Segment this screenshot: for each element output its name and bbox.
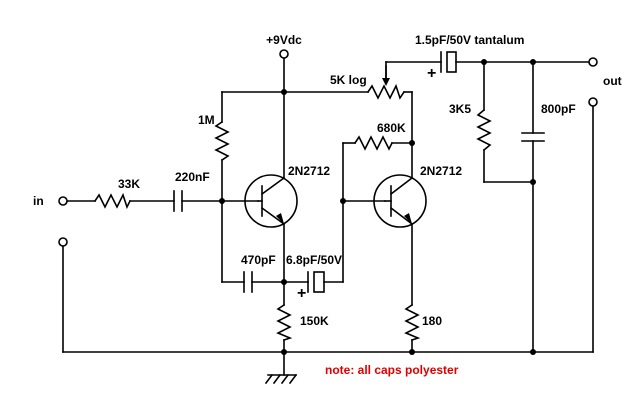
- r-150k-label: 150K: [300, 314, 329, 328]
- pot-wiper-arrow: [382, 65, 390, 86]
- supply-terminal: [279, 49, 289, 59]
- supply-label: +9Vdc: [266, 33, 302, 47]
- capacitor-6p8pf-tantalum: [307, 271, 325, 293]
- potentiometer-5k: [366, 83, 406, 100]
- output-terminal: [588, 57, 598, 67]
- input-ground-terminal: [58, 237, 68, 247]
- resistor-180: [404, 303, 421, 342]
- transistor-q2: [373, 174, 427, 228]
- r-3k5-label: 3K5: [449, 102, 471, 116]
- tantalum-cap-label: 1.5pF/50V tantalum: [415, 33, 524, 47]
- in-label: in: [33, 194, 44, 208]
- resistor-1m: [214, 120, 230, 162]
- plus-top-label: +: [427, 65, 436, 82]
- capacitor-220nf: [173, 190, 183, 212]
- junction-dots: [219, 59, 536, 355]
- output-ground-terminal: [588, 97, 598, 107]
- r-680k-label: 680K: [377, 121, 406, 135]
- c-470p-label: 470pF: [241, 253, 276, 267]
- caps-note: note: all caps polyester: [325, 363, 459, 377]
- resistor-33k: [93, 192, 132, 210]
- capacitor-1p5pf-tantalum: [440, 51, 457, 73]
- resistor-150k: [276, 303, 293, 342]
- wires: [62, 54, 594, 376]
- q1-label: 2N2712: [288, 164, 330, 178]
- out-label: out: [603, 74, 622, 88]
- c-800p-label: 800pF: [541, 102, 576, 116]
- transistor-q1: [244, 174, 298, 228]
- capacitor-800pf: [521, 132, 545, 142]
- ground-symbol: [264, 373, 298, 385]
- plus-bottom-label: +: [297, 285, 306, 302]
- c-220n-label: 220nF: [175, 170, 210, 184]
- c-6p8-label: 6.8pF/50V: [286, 253, 342, 267]
- r-1m-label: 1M: [198, 113, 215, 127]
- input-terminal: [58, 196, 68, 206]
- r-180-label: 180: [422, 314, 442, 328]
- pot-label: 5K log: [330, 73, 367, 87]
- capacitor-470pf: [243, 271, 253, 293]
- resistor-3k5: [476, 108, 492, 152]
- q2-label: 2N2712: [420, 164, 462, 178]
- resistor-680k: [353, 135, 394, 151]
- r-33k-label: 33K: [118, 177, 140, 191]
